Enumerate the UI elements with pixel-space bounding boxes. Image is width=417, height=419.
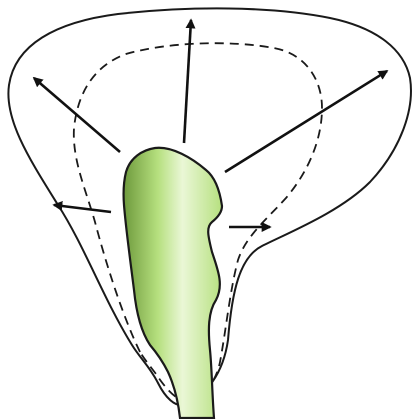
- arrow-up-left: [34, 78, 120, 152]
- inner-green-shape: [124, 148, 222, 418]
- arrow-up: [184, 20, 191, 143]
- arrow-up-right: [225, 71, 387, 172]
